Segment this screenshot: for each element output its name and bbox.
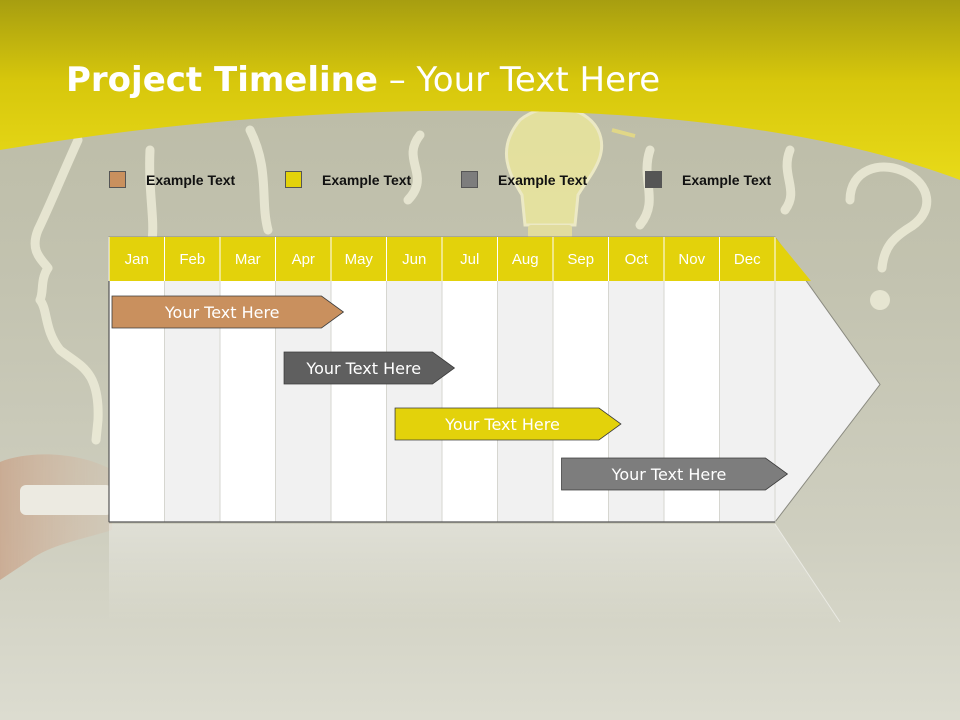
month-label: Sep xyxy=(567,251,594,268)
month-label: Nov xyxy=(678,251,705,268)
task-arrow: Your Text Here xyxy=(561,457,789,491)
task-label: Your Text Here xyxy=(611,465,727,484)
month-column xyxy=(442,281,498,522)
month-label: Mar xyxy=(235,251,261,268)
legend-swatch-2 xyxy=(285,171,302,188)
month-label: Apr xyxy=(292,251,315,268)
page-title: Project Timeline – Your Text Here xyxy=(66,60,660,100)
month-label: Dec xyxy=(734,251,761,268)
month-label: May xyxy=(345,251,374,268)
task-arrow: Your Text Here xyxy=(283,351,456,385)
task-label: Your Text Here xyxy=(305,359,421,378)
task-arrow: Your Text Here xyxy=(111,295,345,329)
month-label: Aug xyxy=(512,251,539,268)
task-label: Your Text Here xyxy=(444,415,560,434)
month-label: Feb xyxy=(179,251,205,268)
legend-label-1: Example Text xyxy=(146,172,236,188)
month-label: Jun xyxy=(402,251,426,268)
legend-label-2: Example Text xyxy=(322,172,412,188)
task-arrow-shape xyxy=(283,351,456,385)
legend-label-3: Example Text xyxy=(498,172,588,188)
month-column xyxy=(331,281,387,522)
task-arrow-shape xyxy=(111,295,345,329)
month-label: Jan xyxy=(125,251,149,268)
task-arrow-shape xyxy=(394,407,622,441)
reflection-edge xyxy=(774,523,841,623)
task-label: Your Text Here xyxy=(164,303,280,322)
month-column xyxy=(497,281,553,522)
timeline-reflection xyxy=(109,523,841,623)
timeline-month-header: Jan Feb Mar Apr May Jun Jul Aug Sep Oct Nov Dec xyxy=(108,237,811,281)
header-band xyxy=(0,0,960,180)
month-label: Oct xyxy=(625,251,649,268)
month-header-band xyxy=(109,237,811,281)
legend-label-4: Example Text xyxy=(682,172,772,188)
lightbulb-icon xyxy=(504,93,636,239)
chalk-doodles xyxy=(30,125,932,445)
month-label: Jul xyxy=(460,251,479,268)
task-arrow: Your Text Here xyxy=(394,407,622,441)
legend-swatch-3 xyxy=(461,171,478,188)
legend-swatch-4 xyxy=(645,171,662,188)
legend-swatch-1 xyxy=(109,171,126,188)
reflection-shape xyxy=(109,524,840,622)
hand-with-chalk xyxy=(0,454,112,580)
title-rest: – Your Text Here xyxy=(377,60,661,100)
task-arrow-shape xyxy=(561,457,789,491)
month-column xyxy=(386,281,442,522)
title-bold: Project Timeline xyxy=(66,60,378,100)
